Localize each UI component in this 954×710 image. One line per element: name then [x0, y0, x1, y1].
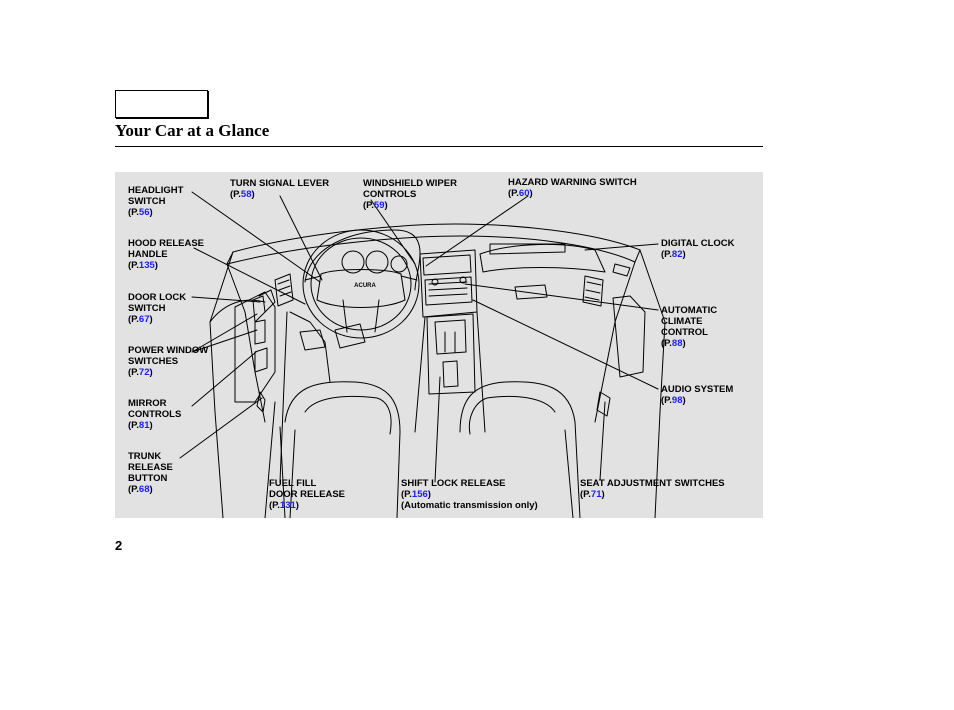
page-number: 2 [115, 538, 123, 553]
label-name: DOOR LOCK SWITCH [128, 292, 187, 314]
page-reference: (P.82) [661, 249, 686, 260]
page-reference: (P.81) [128, 420, 153, 431]
page-reference: (P.60) [508, 188, 533, 199]
label-turn-signal-lever: TURN SIGNAL LEVER (P.58) [230, 178, 329, 200]
page-reference: (P.67) [128, 314, 153, 325]
page-link[interactable]: 72 [138, 367, 150, 378]
page-link[interactable]: 156 [411, 489, 428, 500]
label-door-lock-switch: DOOR LOCK SWITCH (P.67) [128, 292, 186, 325]
page-reference: (P.88) [661, 338, 686, 349]
label-fuel-fill-door-release: FUEL FILL DOOR RELEASE (P.131) [269, 478, 345, 511]
label-name: DIGITAL CLOCK [661, 238, 735, 249]
page-reference: (P.58) [230, 189, 255, 200]
label-trunk-release-button: TRUNK RELEASE BUTTON (P.68) [128, 451, 173, 495]
page-link[interactable]: 58 [240, 189, 252, 200]
label-power-window-switches: POWER WINDOW SWITCHES (P.72) [128, 345, 208, 378]
dashboard-illustration: ACURA HEADLIGHT SWITCH (P.56) TURN SIGNA… [115, 172, 763, 518]
page-link[interactable]: 81 [138, 420, 150, 431]
label-name: POWER WINDOW SWITCHES [128, 345, 209, 367]
page-link[interactable]: 67 [138, 314, 150, 325]
label-headlight-switch: HEADLIGHT SWITCH (P.56) [128, 185, 183, 218]
page-reference: (P.156) [401, 489, 431, 500]
label-name: WINDSHIELD WIPER CONTROLS [363, 178, 457, 200]
label-name: TRUNK RELEASE BUTTON [128, 451, 173, 484]
page-link[interactable]: 82 [671, 249, 683, 260]
label-shift-lock-release: SHIFT LOCK RELEASE (P.156) (Automatic tr… [401, 478, 538, 511]
label-automatic-climate-control: AUTOMATIC CLIMATE CONTROL (P.88) [661, 305, 717, 349]
label-mirror-controls: MIRROR CONTROLS (P.81) [128, 398, 181, 431]
label-name: TURN SIGNAL LEVER [230, 178, 330, 189]
page-link[interactable]: 56 [138, 207, 150, 218]
label-name: HEADLIGHT SWITCH [128, 185, 184, 207]
label-name: SEAT ADJUSTMENT SWITCHES [580, 478, 725, 489]
page-link[interactable]: 60 [518, 188, 530, 199]
label-name: HOOD RELEASE HANDLE [128, 238, 205, 260]
page-link[interactable]: 59 [373, 200, 385, 211]
label-hazard-warning-switch: HAZARD WARNING SWITCH (P.60) [508, 177, 637, 199]
page-link[interactable]: 68 [138, 484, 150, 495]
label-note: (Automatic transmission only) [401, 500, 538, 511]
label-name: FUEL FILL DOOR RELEASE [269, 478, 346, 500]
page-reference: (P.71) [580, 489, 605, 500]
label-name: SHIFT LOCK RELEASE [401, 478, 506, 489]
page-reference: (P.98) [661, 395, 686, 406]
page-reference: (P.135) [128, 260, 158, 271]
label-name: HAZARD WARNING SWITCH [508, 177, 637, 188]
contents-tab-box[interactable] [115, 90, 208, 118]
label-name: MIRROR CONTROLS [128, 398, 182, 420]
label-name: AUDIO SYSTEM [661, 384, 734, 395]
label-name: AUTOMATIC CLIMATE CONTROL [661, 305, 718, 338]
label-seat-adjustment-switches: SEAT ADJUSTMENT SWITCHES (P.71) [580, 478, 725, 500]
label-digital-clock: DIGITAL CLOCK (P.82) [661, 238, 735, 260]
page-reference: (P.59) [363, 200, 388, 211]
label-windshield-wiper-controls: WINDSHIELD WIPER CONTROLS (P.59) [363, 178, 457, 211]
page-title: Your Car at a Glance [115, 121, 270, 140]
dashboard-line-art: ACURA [179, 191, 666, 518]
page-link[interactable]: 98 [671, 395, 683, 406]
steering-wheel-badge: ACURA [354, 283, 376, 289]
label-hood-release-handle: HOOD RELEASE HANDLE (P.135) [128, 238, 204, 271]
page-link[interactable]: 88 [671, 338, 683, 349]
page-reference: (P.72) [128, 367, 153, 378]
label-audio-system: AUDIO SYSTEM (P.98) [661, 384, 733, 406]
page-link[interactable]: 71 [590, 489, 602, 500]
page-link[interactable]: 131 [279, 500, 296, 511]
page-reference: (P.68) [128, 484, 153, 495]
page-reference: (P.131) [269, 500, 299, 511]
page-link[interactable]: 135 [138, 260, 155, 271]
page-reference: (P.56) [128, 207, 153, 218]
title-rule [115, 146, 763, 147]
